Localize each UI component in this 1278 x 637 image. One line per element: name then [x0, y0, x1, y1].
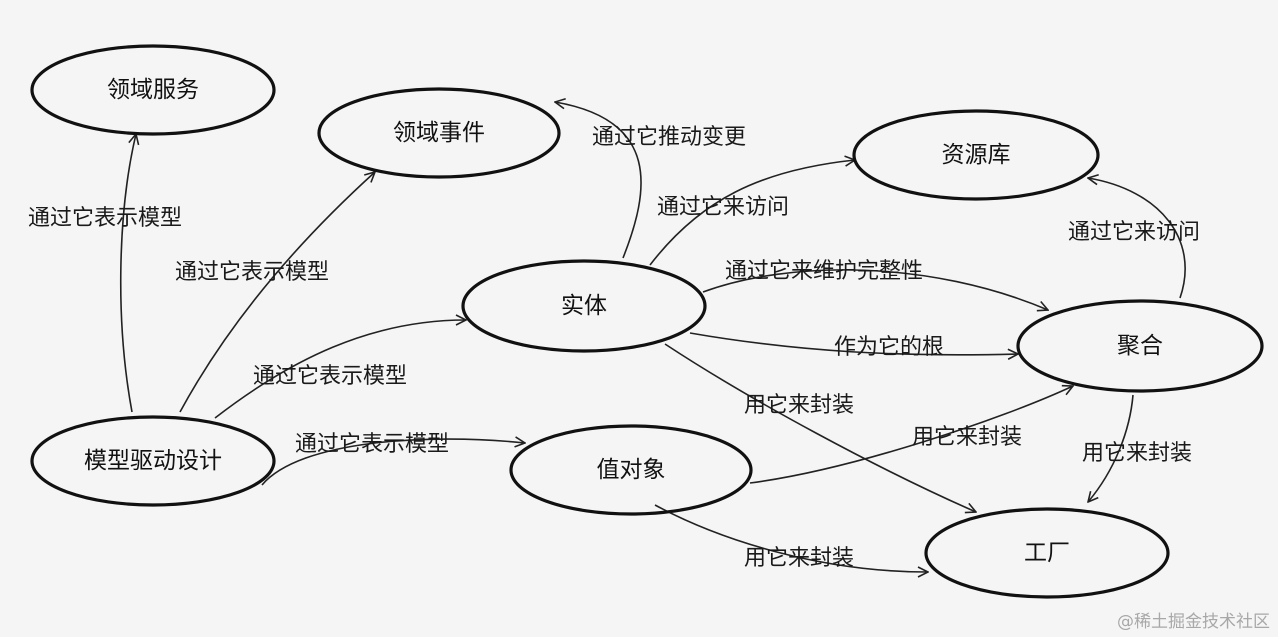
watermark-text: @稀土掘金技术社区	[1117, 612, 1270, 632]
edge-labels-group: 通过它表示模型 通过它表示模型 通过它表示模型 通过它表示模型 通过它推动变更 …	[28, 125, 1200, 571]
edge-mdd-to-entity	[214, 320, 466, 419]
edge-label-mdd-to-value-object: 通过它表示模型	[295, 432, 449, 457]
edge-entity-to-aggregate-integrity	[702, 269, 1048, 310]
edge-label-mdd-to-entity: 通过它表示模型	[253, 364, 407, 389]
node-model-driven-design-label: 模型驱动设计	[84, 448, 222, 474]
edge-label-entity-to-repository: 通过它来访问	[657, 195, 789, 220]
node-model-driven-design: 模型驱动设计	[30, 415, 276, 507]
edge-mdd-to-value-object	[261, 439, 525, 486]
node-aggregate-label: 聚合	[1117, 333, 1163, 359]
nodes-group: 领域服务 领域事件 资源库 实体 聚合 模型驱动设计 值对象 工厂	[30, 44, 1264, 599]
node-repository-label: 资源库	[942, 142, 1011, 168]
edge-value-object-to-factory	[654, 504, 928, 572]
edge-label-entity-to-factory: 用它来封装	[744, 393, 854, 418]
edge-value-object-to-aggregate	[749, 386, 1073, 484]
node-domain-service: 领域服务	[30, 44, 276, 136]
edge-label-mdd-to-event: 通过它表示模型	[175, 260, 329, 285]
edge-label-aggregate-to-repository: 通过它来访问	[1068, 220, 1200, 245]
node-entity: 实体	[461, 259, 707, 353]
edge-aggregate-to-factory	[1088, 394, 1134, 502]
node-entity-label: 实体	[561, 293, 607, 319]
node-domain-event-label: 领域事件	[393, 120, 485, 146]
node-aggregate: 聚合	[1016, 299, 1264, 393]
edge-entity-to-repository	[649, 160, 855, 266]
edge-label-value-object-to-factory: 用它来封装	[744, 546, 854, 571]
edge-label-value-object-to-aggregate: 用它来封装	[912, 425, 1022, 450]
edge-label-entity-to-event: 通过它推动变更	[592, 125, 746, 150]
edge-mdd-to-service	[119, 134, 136, 413]
edge-label-mdd-to-service: 通过它表示模型	[28, 206, 182, 231]
node-value-object-label: 值对象	[597, 457, 666, 483]
node-factory-label: 工厂	[1024, 540, 1070, 566]
node-factory: 工厂	[924, 507, 1170, 599]
edges-group	[119, 102, 1186, 572]
edge-aggregate-to-repository	[1088, 178, 1186, 299]
node-domain-service-label: 领域服务	[107, 77, 199, 103]
edge-entity-to-aggregate-root	[689, 332, 1018, 355]
edge-entity-to-event	[555, 102, 642, 259]
node-domain-event: 领域事件	[317, 87, 561, 179]
edge-mdd-to-event	[179, 172, 375, 413]
edge-label-entity-to-aggregate-root: 作为它的根	[834, 335, 944, 360]
node-repository: 资源库	[852, 109, 1100, 201]
node-value-object: 值对象	[509, 424, 753, 516]
edge-entity-to-factory	[664, 343, 976, 512]
edge-label-entity-to-aggregate-integrity: 通过它来维护完整性	[725, 259, 923, 284]
edge-label-aggregate-to-factory: 用它来封装	[1082, 441, 1192, 466]
